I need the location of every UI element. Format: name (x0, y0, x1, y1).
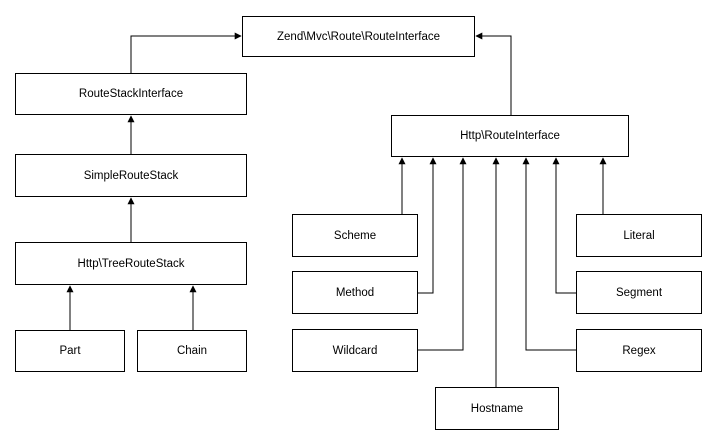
node-label: SimpleRouteStack (83, 169, 179, 182)
node-label: Regex (622, 344, 656, 357)
node-label: Part (59, 345, 81, 357)
node-scheme: Scheme (292, 214, 418, 257)
node-route-interface: Zend\Mvc\Route\RouteInterface (242, 16, 475, 57)
node-wildcard: Wildcard (292, 329, 418, 372)
node-label: Wildcard (332, 344, 378, 357)
node-hostname: Hostname (435, 387, 559, 430)
node-segment: Segment (576, 271, 702, 314)
node-literal: Literal (576, 214, 702, 257)
node-label: RouteStackInterface (78, 88, 184, 100)
node-label: Segment (615, 286, 663, 299)
edge-segment-to-httprouteinterface (552, 157, 576, 294)
node-part: Part (15, 330, 125, 372)
node-label: Scheme (333, 229, 377, 242)
node-label: Http\RouteInterface (460, 130, 560, 142)
node-label: Http\TreeRouteStack (77, 257, 185, 270)
node-label: Hostname (470, 402, 524, 415)
edge-regex-to-httprouteinterface (522, 157, 576, 351)
node-chain: Chain (137, 330, 247, 372)
node-label: Method (335, 286, 375, 299)
node-simple-route-stack: SimpleRouteStack (15, 154, 247, 197)
node-http-route-interface: Http\RouteInterface (391, 115, 629, 157)
node-tree-route-stack: Http\TreeRouteStack (15, 242, 247, 285)
node-label: Zend\Mvc\Route\RouteInterface (277, 30, 440, 43)
edge-wildcard-to-httprouteinterface (418, 157, 467, 351)
edge-method-to-httprouteinterface (418, 157, 437, 294)
node-method: Method (292, 271, 418, 314)
node-regex: Regex (576, 329, 702, 372)
edge-httprouteinterface-to-routeinterface (475, 32, 512, 115)
node-label: Literal (623, 229, 655, 242)
node-label: Chain (176, 345, 208, 357)
edge-routestackinterface-to-routeinterface (130, 32, 242, 73)
node-route-stack-interface: RouteStackInterface (15, 73, 247, 115)
